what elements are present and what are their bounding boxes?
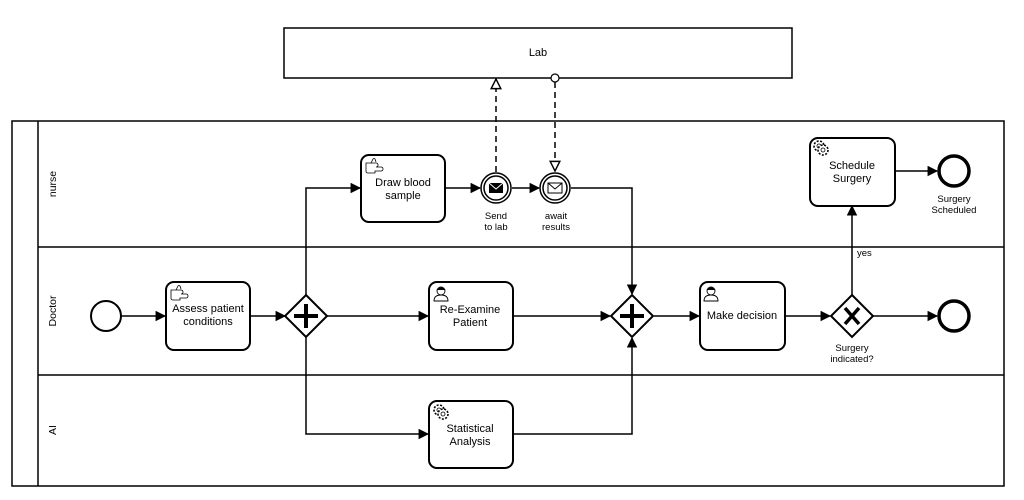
task-statistical-line-1: Statistical <box>446 423 493 435</box>
end-event-surgery-scheduled[interactable]: Surgery Scheduled <box>932 154 977 216</box>
manual-task-icon <box>170 285 189 301</box>
flow-split-to-statistical[interactable] <box>305 337 430 440</box>
end-event[interactable] <box>937 299 971 333</box>
exclusive-gateway[interactable]: Surgery indicated? <box>829 293 875 365</box>
task-reexamine-line-1: Re-Examine <box>440 304 501 316</box>
task-assess-line-1: Assess patient <box>172 303 244 315</box>
task-assess-line-2: conditions <box>183 316 233 328</box>
service-task-icon <box>433 404 449 420</box>
flow-split-to-draw-blood[interactable] <box>305 182 362 295</box>
lab-pool-label: Lab <box>529 47 547 59</box>
lane-label-ai: AI <box>47 425 59 435</box>
flow-await-to-join[interactable] <box>571 187 638 296</box>
end-event-line-2: Scheduled <box>932 205 977 216</box>
task-statistical-line-2: Analysis <box>450 436 491 448</box>
plus-icon <box>294 304 318 328</box>
task-assess-patient[interactable]: Assess patient conditions <box>165 281 251 351</box>
message-flows <box>496 73 560 172</box>
parallel-gateway-join[interactable] <box>609 293 655 339</box>
lane-label-nurse: nurse <box>47 171 59 197</box>
gateway-label-line-1: Surgery <box>835 343 869 354</box>
envelope-filled-icon <box>488 182 504 193</box>
message-flow-origin <box>550 73 560 83</box>
lab-pool[interactable]: Lab <box>283 27 793 79</box>
task-draw-blood-line-2: sample <box>385 190 420 202</box>
gateway-label-line-2: indicated? <box>830 354 873 365</box>
event-await-line-1: await <box>545 211 568 222</box>
user-task-icon <box>433 286 449 302</box>
task-make-decision-label: Make decision <box>707 310 777 322</box>
event-send-line-1: Send <box>485 211 507 222</box>
manual-task-icon <box>365 158 384 174</box>
task-reexamine-line-2: Patient <box>453 317 487 329</box>
task-reexamine-patient[interactable]: Re-Examine Patient <box>428 281 514 351</box>
end-event-line-1: Surgery <box>937 194 971 205</box>
service-task-icon <box>813 140 829 156</box>
task-statistical-analysis[interactable]: Statistical Analysis <box>428 400 514 469</box>
event-await-results[interactable]: await results <box>539 172 571 233</box>
task-schedule-line-1: Schedule <box>829 160 875 172</box>
start-event[interactable] <box>90 300 122 332</box>
x-icon <box>843 306 861 326</box>
task-draw-blood-line-1: Draw blood <box>375 177 431 189</box>
event-send-line-2: to lab <box>484 222 507 233</box>
task-schedule-surgery[interactable]: Schedule Surgery <box>809 137 896 207</box>
user-task-icon <box>703 286 719 302</box>
flow-label-yes: yes <box>857 248 872 259</box>
lane-label-doctor: Doctor <box>47 295 59 326</box>
sequence-flows <box>121 165 939 440</box>
task-draw-blood[interactable]: Draw blood sample <box>360 154 446 223</box>
task-make-decision[interactable]: Make decision <box>699 281 786 351</box>
event-await-line-2: results <box>542 222 570 233</box>
flow-statistical-to-join[interactable] <box>513 336 638 435</box>
plus-icon <box>620 304 644 328</box>
task-schedule-line-2: Surgery <box>833 173 872 185</box>
event-send-to-lab[interactable]: Send to lab <box>480 172 512 233</box>
parallel-gateway-split[interactable] <box>283 293 329 339</box>
envelope-outline-icon <box>547 182 563 194</box>
